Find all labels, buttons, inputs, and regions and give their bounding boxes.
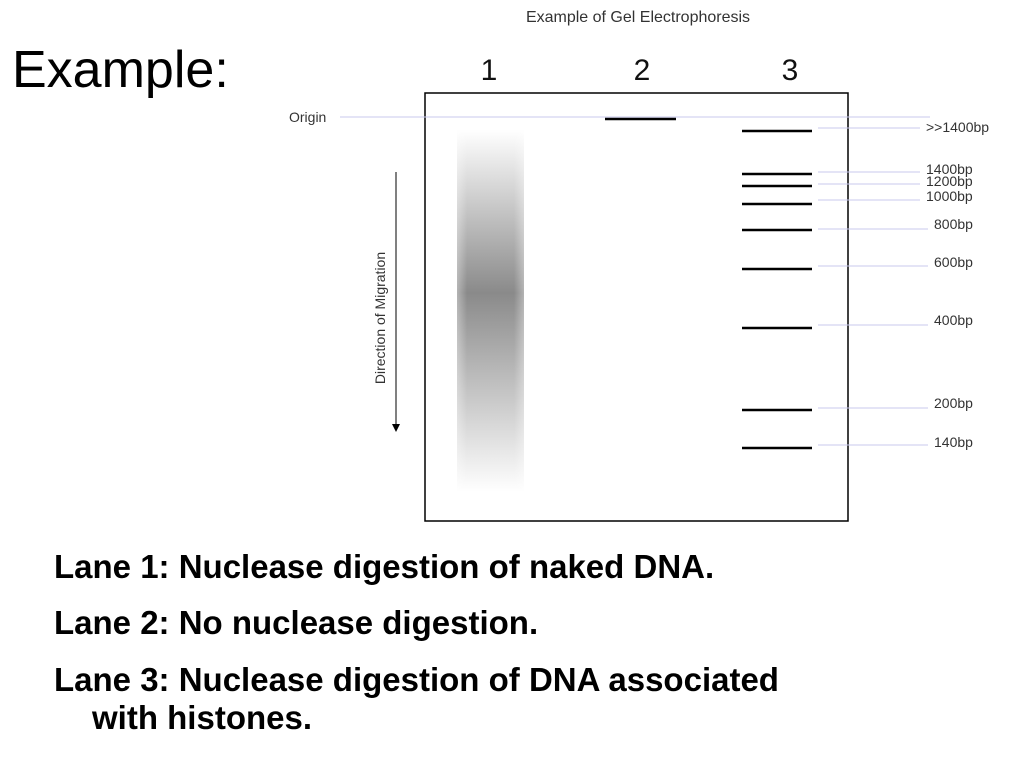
ladder-band-7: 400bp — [742, 312, 973, 330]
ladder-band-1: >>1400bp — [742, 119, 989, 135]
ladder-band-5: 800bp — [742, 216, 973, 232]
ladder-label: 600bp — [934, 254, 973, 270]
ladder-label: >>1400bp — [926, 119, 989, 135]
ladder-label: 1200bp — [926, 173, 973, 189]
lane-number-2: 2 — [634, 54, 651, 87]
ladder-band-6: 600bp — [742, 254, 973, 271]
slide-title: Example: — [12, 41, 229, 99]
ladder-band-3: 1200bp — [742, 173, 973, 189]
figure-title: Example of Gel Electrophoresis — [526, 9, 750, 26]
ladder-band-4: 1000bp — [742, 188, 973, 206]
lane-number-3: 3 — [782, 54, 799, 87]
caption-lane-3-line-2: with histones. — [92, 698, 313, 736]
ladder-band-2: 1400bp — [742, 161, 973, 177]
ladder-band-9: 140bp — [742, 434, 973, 450]
ladder-label: 140bp — [934, 434, 973, 450]
origin-label: Origin — [289, 109, 326, 125]
ladder-label: 400bp — [934, 312, 973, 328]
caption-lane-2: Lane 2: No nuclease digestion. — [54, 604, 539, 641]
ladder-label: 200bp — [934, 395, 973, 411]
ladder-band-8: 200bp — [742, 395, 973, 412]
caption-lane-3-line-1: Lane 3: Nuclease digestion of DNA associ… — [54, 661, 779, 698]
lane-number-1: 1 — [481, 54, 498, 87]
lane-1-smear-edge — [457, 130, 524, 492]
caption-lane-1: Lane 1: Nuclease digestion of naked DNA. — [54, 548, 715, 585]
gel-electrophoresis-figure: Example of Gel Electrophoresis 1 2 3 Ori… — [289, 9, 989, 522]
ladder-label: 1000bp — [926, 188, 973, 204]
ladder-label: 1400bp — [926, 161, 973, 177]
caption-lane-3: Lane 3: Nuclease digestion of DNA associ… — [54, 661, 984, 737]
direction-of-migration-label: Direction of Migration — [372, 252, 388, 384]
ladder-label: 800bp — [934, 216, 973, 232]
